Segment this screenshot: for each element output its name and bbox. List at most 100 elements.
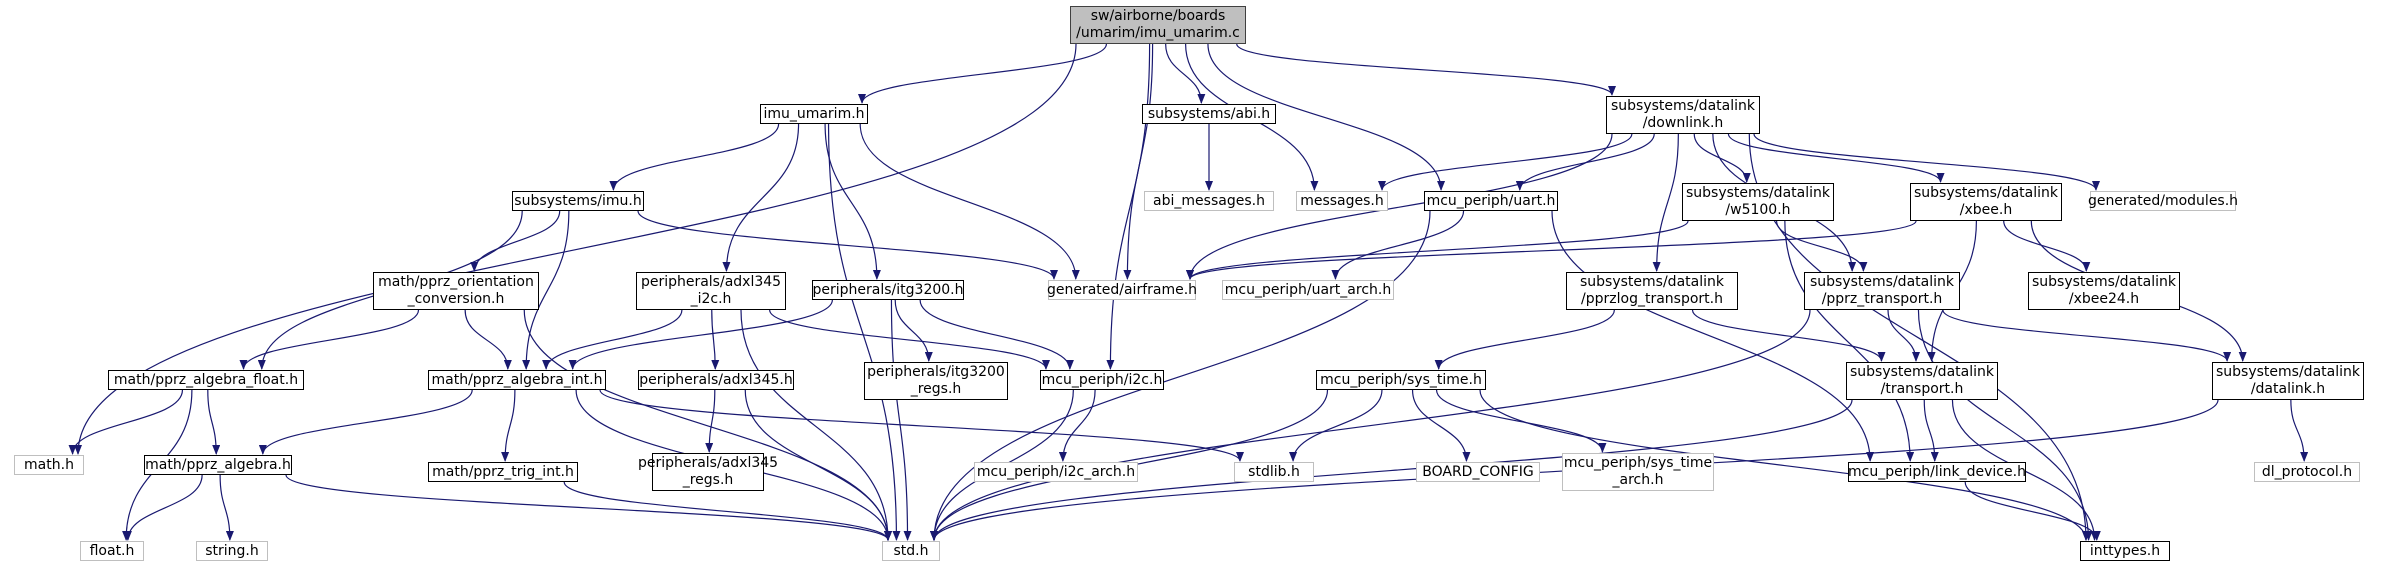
edge-sys_time_h-to-inttypes_h xyxy=(1479,389,2090,541)
node-algebra-float-h[interactable]: math/pprz_algebra_float.h xyxy=(108,370,304,390)
edge-downlink_h-to-messages_h xyxy=(1378,133,1633,191)
edge-downlink_h-to-generated_modules_h xyxy=(1753,133,2100,191)
node-adxl345-i2c-h[interactable]: peripherals/adxl345 _i2c.h xyxy=(636,272,786,310)
edge-link_device_h-to-inttypes_h xyxy=(1964,481,2101,541)
edge-trig_int_h-to-std_h xyxy=(563,481,892,541)
edge-algebra_float_h-to-math_h xyxy=(68,389,184,455)
edge-algebra_h-to-float_h xyxy=(123,474,203,541)
node-abi-messages-h: abi_messages.h xyxy=(1144,191,1274,211)
edge-imu_umarim_h-to-std_h xyxy=(827,123,901,541)
node-std-h: std.h xyxy=(882,541,940,561)
edge-orientation_h-to-algebra_float_h xyxy=(239,309,420,370)
node-xbee24-h[interactable]: subsystems/datalink /xbee24.h xyxy=(2028,272,2180,310)
edge-transport_h-to-std_h xyxy=(930,399,1853,541)
edge-imu_umarim_h-to-subsystems_imu_h xyxy=(609,123,780,191)
edge-transport_h-to-link_device_h xyxy=(1923,399,1939,462)
node-generated-airframe-h: generated/airframe.h xyxy=(1047,280,1197,300)
edge-pprz_transport_h-to-std_h xyxy=(930,309,1811,541)
node-inttypes-h[interactable]: inttypes.h xyxy=(2080,541,2170,561)
edge-imu_umarim_h-to-generated_airframe_h xyxy=(859,123,1080,280)
node-messages-h: messages.h xyxy=(1296,191,1388,211)
edge-root-to-downlink_h xyxy=(1236,43,1616,96)
node-adxl345-regs-h[interactable]: peripherals/adxl345 _regs.h xyxy=(638,453,778,491)
edge-algebra_h-to-string_h xyxy=(219,474,234,541)
edge-datalink_h-to-dl_protocol_h xyxy=(2290,399,2309,462)
edge-subsystems_imu_h-to-generated_airframe_h xyxy=(637,210,1058,280)
edge-adxl345_i2c_h-to-i2c_h xyxy=(769,309,1050,370)
edge-algebra_float_h-to-algebra_h xyxy=(207,389,221,455)
edge-algebra_h-to-std_h xyxy=(285,474,892,541)
node-downlink-h[interactable]: subsystems/datalink /downlink.h xyxy=(1606,96,1760,134)
edge-uart_h-to-std_h xyxy=(930,210,1431,541)
node-generated-modules-h: generated/modules.h xyxy=(2088,191,2238,211)
node-i2c-arch-h: mcu_periph/i2c_arch.h xyxy=(974,462,1138,482)
edge-uart_h-to-link_device_h xyxy=(1551,210,1875,462)
edge-imu_umarim_h-to-adxl345_i2c_h xyxy=(722,123,800,272)
edge-adxl345_i2c_h-to-std_h xyxy=(740,309,892,541)
edge-i2c_h-to-i2c_arch_h xyxy=(1058,389,1096,462)
node-sys-time-arch-h: mcu_periph/sys_time _arch.h xyxy=(1562,453,1714,491)
edge-sys_time_h-to-board_config xyxy=(1411,389,1471,462)
edge-algebra_int_h-to-trig_int_h xyxy=(501,389,516,462)
node-itg3200-h[interactable]: peripherals/itg3200.h xyxy=(812,280,964,300)
edge-root-to-imu_umarim_h xyxy=(858,43,1107,104)
edge-root-to-i2c_h xyxy=(1106,43,1151,370)
node-xbee-h[interactable]: subsystems/datalink /xbee.h xyxy=(1910,183,2062,221)
edge-algebra_int_h-to-stdlib_h xyxy=(599,389,1244,462)
node-i2c-h[interactable]: mcu_periph/i2c.h xyxy=(1040,370,1164,390)
edge-downlink_h-to-w5100_h xyxy=(1693,133,1751,183)
node-adxl345-h[interactable]: peripherals/adxl345.h xyxy=(638,370,794,390)
edge-itg3200_h-to-itg3200_regs_h xyxy=(894,299,933,362)
edge-subsystems_imu_h-to-orientation_h xyxy=(470,210,561,272)
edge-subsystems_imu_h-to-algebra_int_h xyxy=(522,210,570,370)
node-trig-int-h[interactable]: math/pprz_trig_int.h xyxy=(428,462,578,482)
edge-pprz_transport_h-to-transport_h xyxy=(1887,309,1920,362)
edge-downlink_h-to-generated_airframe_h xyxy=(1186,133,1613,280)
node-itg3200-regs-h[interactable]: peripherals/itg3200 _regs.h xyxy=(864,362,1008,400)
edge-pprzlog_transport_h-to-sys_time_h xyxy=(1434,309,1615,370)
edge-sys_time_h-to-sys_time_arch_h xyxy=(1435,389,1607,453)
edge-pprz_transport_h-to-inttypes_h xyxy=(1917,309,2093,541)
node-orientation-h[interactable]: math/pprz_orientation _conversion.h xyxy=(373,272,539,310)
node-pprz-transport-h[interactable]: subsystems/datalink /pprz_transport.h xyxy=(1804,272,1960,310)
node-w5100-h[interactable]: subsystems/datalink /w5100.h xyxy=(1682,183,1834,221)
edge-root-to-abi_h xyxy=(1165,43,1206,104)
edge-downlink_h-to-xbee_h xyxy=(1727,133,1945,183)
edge-adxl345_i2c_h-to-adxl345_h xyxy=(711,309,720,370)
node-algebra-h[interactable]: math/pprz_algebra.h xyxy=(144,455,292,475)
node-stdlib-h: stdlib.h xyxy=(1234,462,1314,482)
node-math-h: math.h xyxy=(14,455,84,475)
edge-orientation_h-to-std_h xyxy=(523,309,892,541)
node-pprzlog-transport-h[interactable]: subsystems/datalink /pprzlog_transport.h xyxy=(1566,272,1738,310)
edge-w5100_h-to-pprz_transport_h xyxy=(1776,220,1868,272)
node-board-config: BOARD_CONFIG xyxy=(1416,462,1540,482)
edge-algebra_int_h-to-algebra_h xyxy=(258,389,473,455)
edge-orientation_h-to-algebra_int_h xyxy=(464,309,512,370)
edge-downlink_h-to-pprzlog_transport_h xyxy=(1652,133,1679,272)
node-imu-umarim-h[interactable]: imu_umarim.h xyxy=(760,104,868,124)
edge-root-to-uart_h xyxy=(1207,43,1446,191)
edge-imu_umarim_h-to-itg3200_h xyxy=(824,123,881,280)
node-link-device-h[interactable]: mcu_periph/link_device.h xyxy=(1848,462,2026,482)
node-uart-arch-h: mcu_periph/uart_arch.h xyxy=(1222,280,1394,300)
node-subsystems-imu-h[interactable]: subsystems/imu.h xyxy=(512,191,644,211)
node-float-h: float.h xyxy=(80,541,144,561)
node-abi-h[interactable]: subsystems/abi.h xyxy=(1142,104,1276,124)
node-algebra-int-h[interactable]: math/pprz_algebra_int.h xyxy=(428,370,606,390)
node-dl-protocol-h: dl_protocol.h xyxy=(2254,462,2360,482)
node-datalink-h[interactable]: subsystems/datalink /datalink.h xyxy=(2212,362,2364,400)
edge-xbee_h-to-xbee24_h xyxy=(2003,220,2091,272)
node-transport-h[interactable]: subsystems/datalink /transport.h xyxy=(1846,362,1998,400)
edge-sys_time_h-to-stdlib_h xyxy=(1289,389,1383,462)
edge-xbee_h-to-generated_airframe_h xyxy=(1186,220,1917,280)
edge-itg3200_h-to-algebra_int_h xyxy=(568,299,833,370)
edge-adxl345_h-to-std_h xyxy=(744,389,892,541)
node-uart-h[interactable]: mcu_periph/uart.h xyxy=(1424,191,1558,211)
edge-pprzlog_transport_h-to-transport_h xyxy=(1691,309,1886,362)
edge-adxl345_i2c_h-to-algebra_int_h xyxy=(542,309,683,370)
edge-pprz_transport_h-to-datalink_h xyxy=(1942,309,2231,362)
node-string-h: string.h xyxy=(196,541,268,561)
edge-adxl345_h-to-adxl345_regs_h xyxy=(705,389,716,453)
edge-itg3200_h-to-std_h xyxy=(890,299,912,541)
node-sys-time-h[interactable]: mcu_periph/sys_time.h xyxy=(1316,370,1486,390)
